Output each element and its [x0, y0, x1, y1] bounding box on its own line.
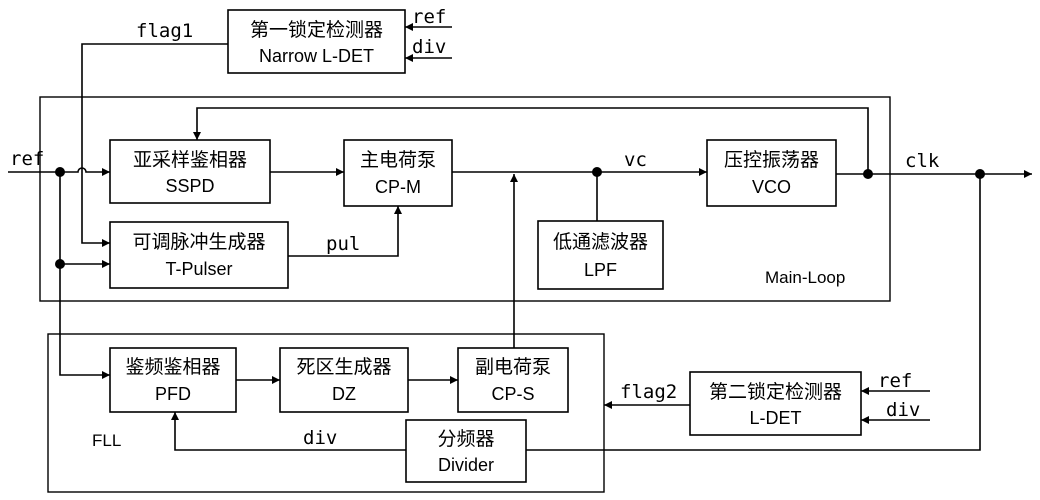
div-ldet2-label: div	[886, 399, 920, 421]
div-ldet1-label: div	[412, 36, 446, 58]
pul-wire	[288, 206, 402, 257]
ref-junction-dot-2	[55, 259, 65, 269]
cpm-block: 主电荷泵 CP-M	[343, 139, 453, 207]
vco-en: VCO	[752, 177, 791, 197]
main-loop-label: Main-Loop	[765, 268, 845, 287]
main-loop-frame	[39, 96, 891, 302]
ref-to-pfd-wire	[59, 264, 110, 379]
sspd-cn: 亚采样鉴相器	[133, 149, 247, 171]
clk-junction-dot-2	[975, 169, 985, 179]
pfd-cn: 鉴频鉴相器	[125, 356, 220, 378]
tpulser-cn: 可调脉冲生成器	[132, 231, 265, 253]
cps-cn: 副电荷泵	[475, 356, 551, 378]
cpm-cn: 主电荷泵	[360, 149, 436, 171]
lpf-cn: 低通滤波器	[553, 231, 648, 253]
clk-junction-dot	[863, 169, 873, 179]
dz-block: 死区生成器 DZ	[279, 347, 409, 413]
sspd-block: 亚采样鉴相器 SSPD	[109, 139, 271, 204]
vco-block: 压控振荡器 VCO	[706, 139, 837, 207]
ref-input-label: ref	[10, 148, 44, 170]
tpulser-block: 可调脉冲生成器 T-Pulser	[109, 221, 289, 289]
divider-block: 分频器 Divider	[405, 419, 527, 483]
cps-block: 副电荷泵 CP-S	[457, 347, 569, 413]
narrow-ldet-en: Narrow L-DET	[259, 46, 374, 66]
clk-to-divider-wire	[526, 174, 981, 451]
ref-ldet1-label: ref	[412, 6, 446, 28]
cps-en: CP-S	[491, 384, 534, 404]
sspd-en: SSPD	[165, 176, 214, 196]
dz-cn: 死区生成器	[296, 356, 391, 378]
ldet-block: 第二锁定检测器 L-DET	[689, 371, 862, 436]
ref-to-tpulser-wire	[59, 172, 110, 268]
div-to-pfd-wire	[171, 412, 406, 451]
lpf-en: LPF	[584, 260, 617, 280]
vc-junction-dot	[592, 167, 602, 177]
lpf-block: 低通滤波器 LPF	[537, 220, 664, 290]
vco-cn: 压控振荡器	[724, 149, 819, 171]
divider-cn: 分频器	[437, 428, 494, 450]
cpm-en: CP-M	[375, 177, 421, 197]
flag1-label: flag1	[136, 20, 193, 42]
flag1-wire	[81, 43, 228, 247]
div-feedback-label: div	[303, 427, 337, 449]
fll-frame	[47, 333, 605, 493]
pfd-block: 鉴频鉴相器 PFD	[109, 347, 237, 413]
narrow-ldet-block: 第一锁定检测器 Narrow L-DET	[227, 9, 406, 74]
ldet-cn: 第二锁定检测器	[709, 381, 842, 403]
dz-en: DZ	[332, 384, 356, 404]
ldet-en: L-DET	[749, 408, 801, 428]
ref-junction-dot	[55, 167, 65, 177]
fll-label: FLL	[92, 431, 121, 450]
flag2-label: flag2	[620, 381, 677, 403]
pfd-en: PFD	[155, 384, 191, 404]
tpulser-en: T-Pulser	[165, 259, 232, 279]
ref-ldet2-label: ref	[878, 370, 912, 392]
clk-label: clk	[905, 150, 940, 172]
vc-label: vc	[624, 149, 647, 171]
pul-label: pul	[326, 233, 360, 255]
divider-en: Divider	[438, 455, 494, 475]
clk-feedback-wire	[193, 107, 869, 174]
narrow-ldet-cn: 第一锁定检测器	[250, 19, 383, 41]
